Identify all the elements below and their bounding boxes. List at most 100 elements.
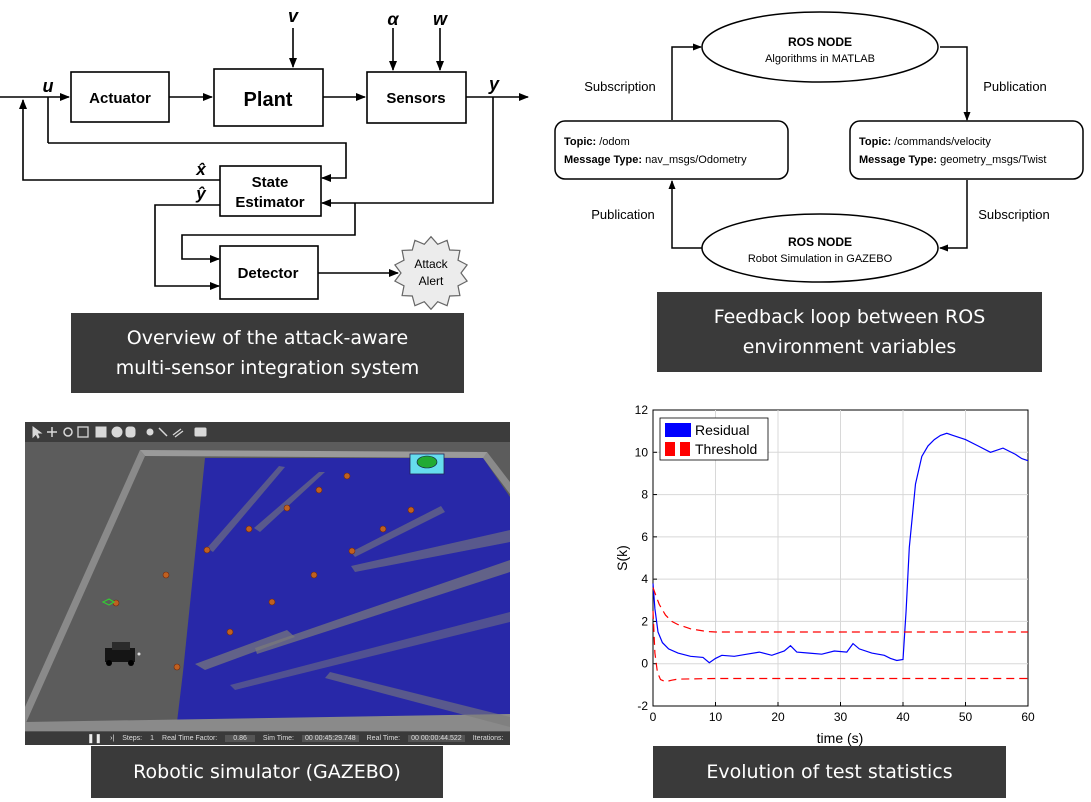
odom-topic-value: /odom	[596, 136, 630, 148]
y-tick-label: -2	[637, 699, 648, 713]
spot-light-icon[interactable]	[158, 427, 168, 437]
sensors-label: Sensors	[386, 90, 445, 107]
rotate-tool-icon[interactable]	[63, 427, 73, 437]
svg-text:Topic: /commands/velocity: Topic: /commands/velocity	[859, 136, 991, 148]
legend-swatch-threshold-b	[680, 442, 690, 456]
svg-text:Message Type: geometry_msgs/Tw: Message Type: geometry_msgs/Twist	[859, 154, 1046, 166]
signal-y: y	[488, 74, 500, 94]
estimator-label-line2: Estimator	[235, 194, 304, 211]
block-diagram-caption-line2: multi-sensor integration system	[115, 357, 420, 379]
signal-u: u	[43, 76, 54, 96]
edge-label-subscription-right: Subscription	[978, 207, 1050, 222]
velocity-type-label: Message Type:	[859, 154, 937, 166]
grid	[653, 410, 1028, 706]
edge-label-subscription-left: Subscription	[584, 79, 656, 94]
y-tick-label: 4	[641, 572, 648, 586]
ros-node-gazebo: ROS NODE Robot Simulation in GAZEBO	[701, 213, 939, 283]
signal-xhat: x̂	[195, 160, 207, 179]
ros-node-matlab-title: ROS NODE	[788, 35, 852, 49]
actuator-label: Actuator	[89, 90, 151, 107]
detector-block: Detector	[219, 245, 319, 300]
box-shape-icon[interactable]	[95, 426, 107, 438]
rtf-label: Real Time Factor:	[162, 735, 218, 742]
real-time-label: Real Time:	[366, 735, 401, 742]
y-axis-label: S(k)	[614, 545, 630, 571]
play-pause-button[interactable]: ❚❚	[87, 733, 103, 743]
chart-caption-text: Evolution of test statistics	[706, 761, 953, 783]
plant-block: Plant	[213, 68, 324, 127]
sphere-shape-icon[interactable]	[111, 426, 123, 438]
block-diagram: Actuator Plant Sensors State Estimator D…	[0, 6, 529, 310]
svg-text:Message Type: nav_msgs/Odometr: Message Type: nav_msgs/Odometry	[564, 154, 747, 166]
state-estimator-block: State Estimator	[219, 165, 322, 217]
select-tool-icon[interactable]	[32, 426, 43, 439]
point-light-icon[interactable]	[146, 428, 154, 436]
signal-yhat: ŷ	[195, 184, 207, 203]
ros-loop-diagram: ROS NODE Algorithms in MATLAB ROS NODE R…	[554, 11, 1084, 283]
chart-caption: Evolution of test statistics	[653, 746, 1006, 798]
x-tick-label: 40	[896, 710, 910, 724]
ros-node-matlab-subtitle: Algorithms in MATLAB	[765, 53, 875, 65]
wall-left	[25, 450, 145, 725]
chart-legend: Residual Threshold	[659, 417, 769, 461]
gazebo-scene	[25, 442, 510, 739]
threshold-lower-line	[652, 610, 1028, 683]
legend-label-threshold: Threshold	[695, 441, 757, 457]
robot-model	[105, 642, 141, 666]
velocity-type-value: geometry_msgs/Twist	[937, 154, 1046, 166]
signal-alpha: α	[387, 9, 399, 29]
simulator-caption: Robotic simulator (GAZEBO)	[91, 746, 443, 798]
legend-swatch-residual	[665, 423, 691, 437]
ros-loop-caption-line1: Feedback loop between ROS	[713, 306, 986, 328]
gazebo-screenshot: ❚❚ ›| Steps: 1 Real Time Factor: 0.86 Si…	[25, 422, 510, 745]
rtf-value: 0.86	[225, 735, 255, 742]
sensors-block: Sensors	[366, 71, 467, 124]
ros-node-gazebo-subtitle: Robot Simulation in GAZEBO	[748, 253, 893, 265]
sim-time-value: 00 00:45:29.748	[302, 735, 359, 742]
simulator-caption-text: Robotic simulator (GAZEBO)	[133, 761, 401, 783]
steps-value[interactable]: 1	[150, 735, 155, 742]
directional-light-icon[interactable]	[172, 428, 184, 438]
edge-label-publication-right: Publication	[983, 79, 1047, 94]
y-tick-label: 6	[641, 530, 648, 544]
odom-type-label: Message Type:	[564, 154, 642, 166]
legend-label-residual: Residual	[695, 422, 749, 438]
alert-label-line1: Attack	[414, 257, 448, 271]
screenshot-icon[interactable]	[194, 427, 207, 437]
ros-loop-caption: Feedback loop between ROS environment va…	[657, 292, 1042, 372]
chart-series	[652, 432, 1029, 683]
signal-v: v	[288, 6, 299, 26]
ros-loop-caption-line2: environment variables	[742, 336, 957, 358]
y-tick-label: 8	[641, 488, 648, 502]
cylinder-shape-icon[interactable]	[125, 426, 136, 438]
x-tick-label: 10	[709, 710, 723, 724]
detector-label: Detector	[238, 265, 299, 282]
velocity-topic-box: Topic: /commands/velocity Message Type: …	[849, 120, 1084, 180]
step-button[interactable]: ›|	[110, 735, 115, 742]
y-tick-label: 0	[641, 657, 648, 671]
x-axis-label: time (s)	[817, 730, 864, 746]
signal-w: w	[433, 9, 448, 29]
velocity-topic-value: /commands/velocity	[891, 136, 991, 148]
steps-label: Steps:	[122, 735, 143, 742]
svg-text:Topic: /odom: Topic: /odom	[564, 136, 630, 148]
translate-tool-icon[interactable]	[47, 427, 57, 437]
estimator-label-line1: State	[252, 174, 289, 191]
plant-label: Plant	[244, 89, 293, 111]
gazebo-toolbar	[25, 422, 510, 443]
alert-label-line2: Alert	[419, 274, 444, 288]
sim-time-label: Sim Time:	[262, 735, 295, 742]
ros-node-matlab: ROS NODE Algorithms in MATLAB	[701, 11, 939, 83]
block-diagram-caption-line1: Overview of the attack-aware	[126, 327, 409, 349]
block-diagram-caption: Overview of the attack-aware multi-senso…	[71, 313, 464, 393]
wall-right	[483, 452, 510, 494]
x-tick-label: 30	[834, 710, 848, 724]
gazebo-status-bar: ❚❚ ›| Steps: 1 Real Time Factor: 0.86 Si…	[25, 731, 510, 745]
x-tick-label: 60	[1021, 710, 1035, 724]
scale-tool-icon[interactable]	[77, 426, 89, 438]
odom-topic-box: Topic: /odom Message Type: nav_msgs/Odom…	[554, 120, 789, 180]
attack-alert-star: Attack Alert	[393, 235, 469, 310]
obstacles	[112, 472, 415, 671]
